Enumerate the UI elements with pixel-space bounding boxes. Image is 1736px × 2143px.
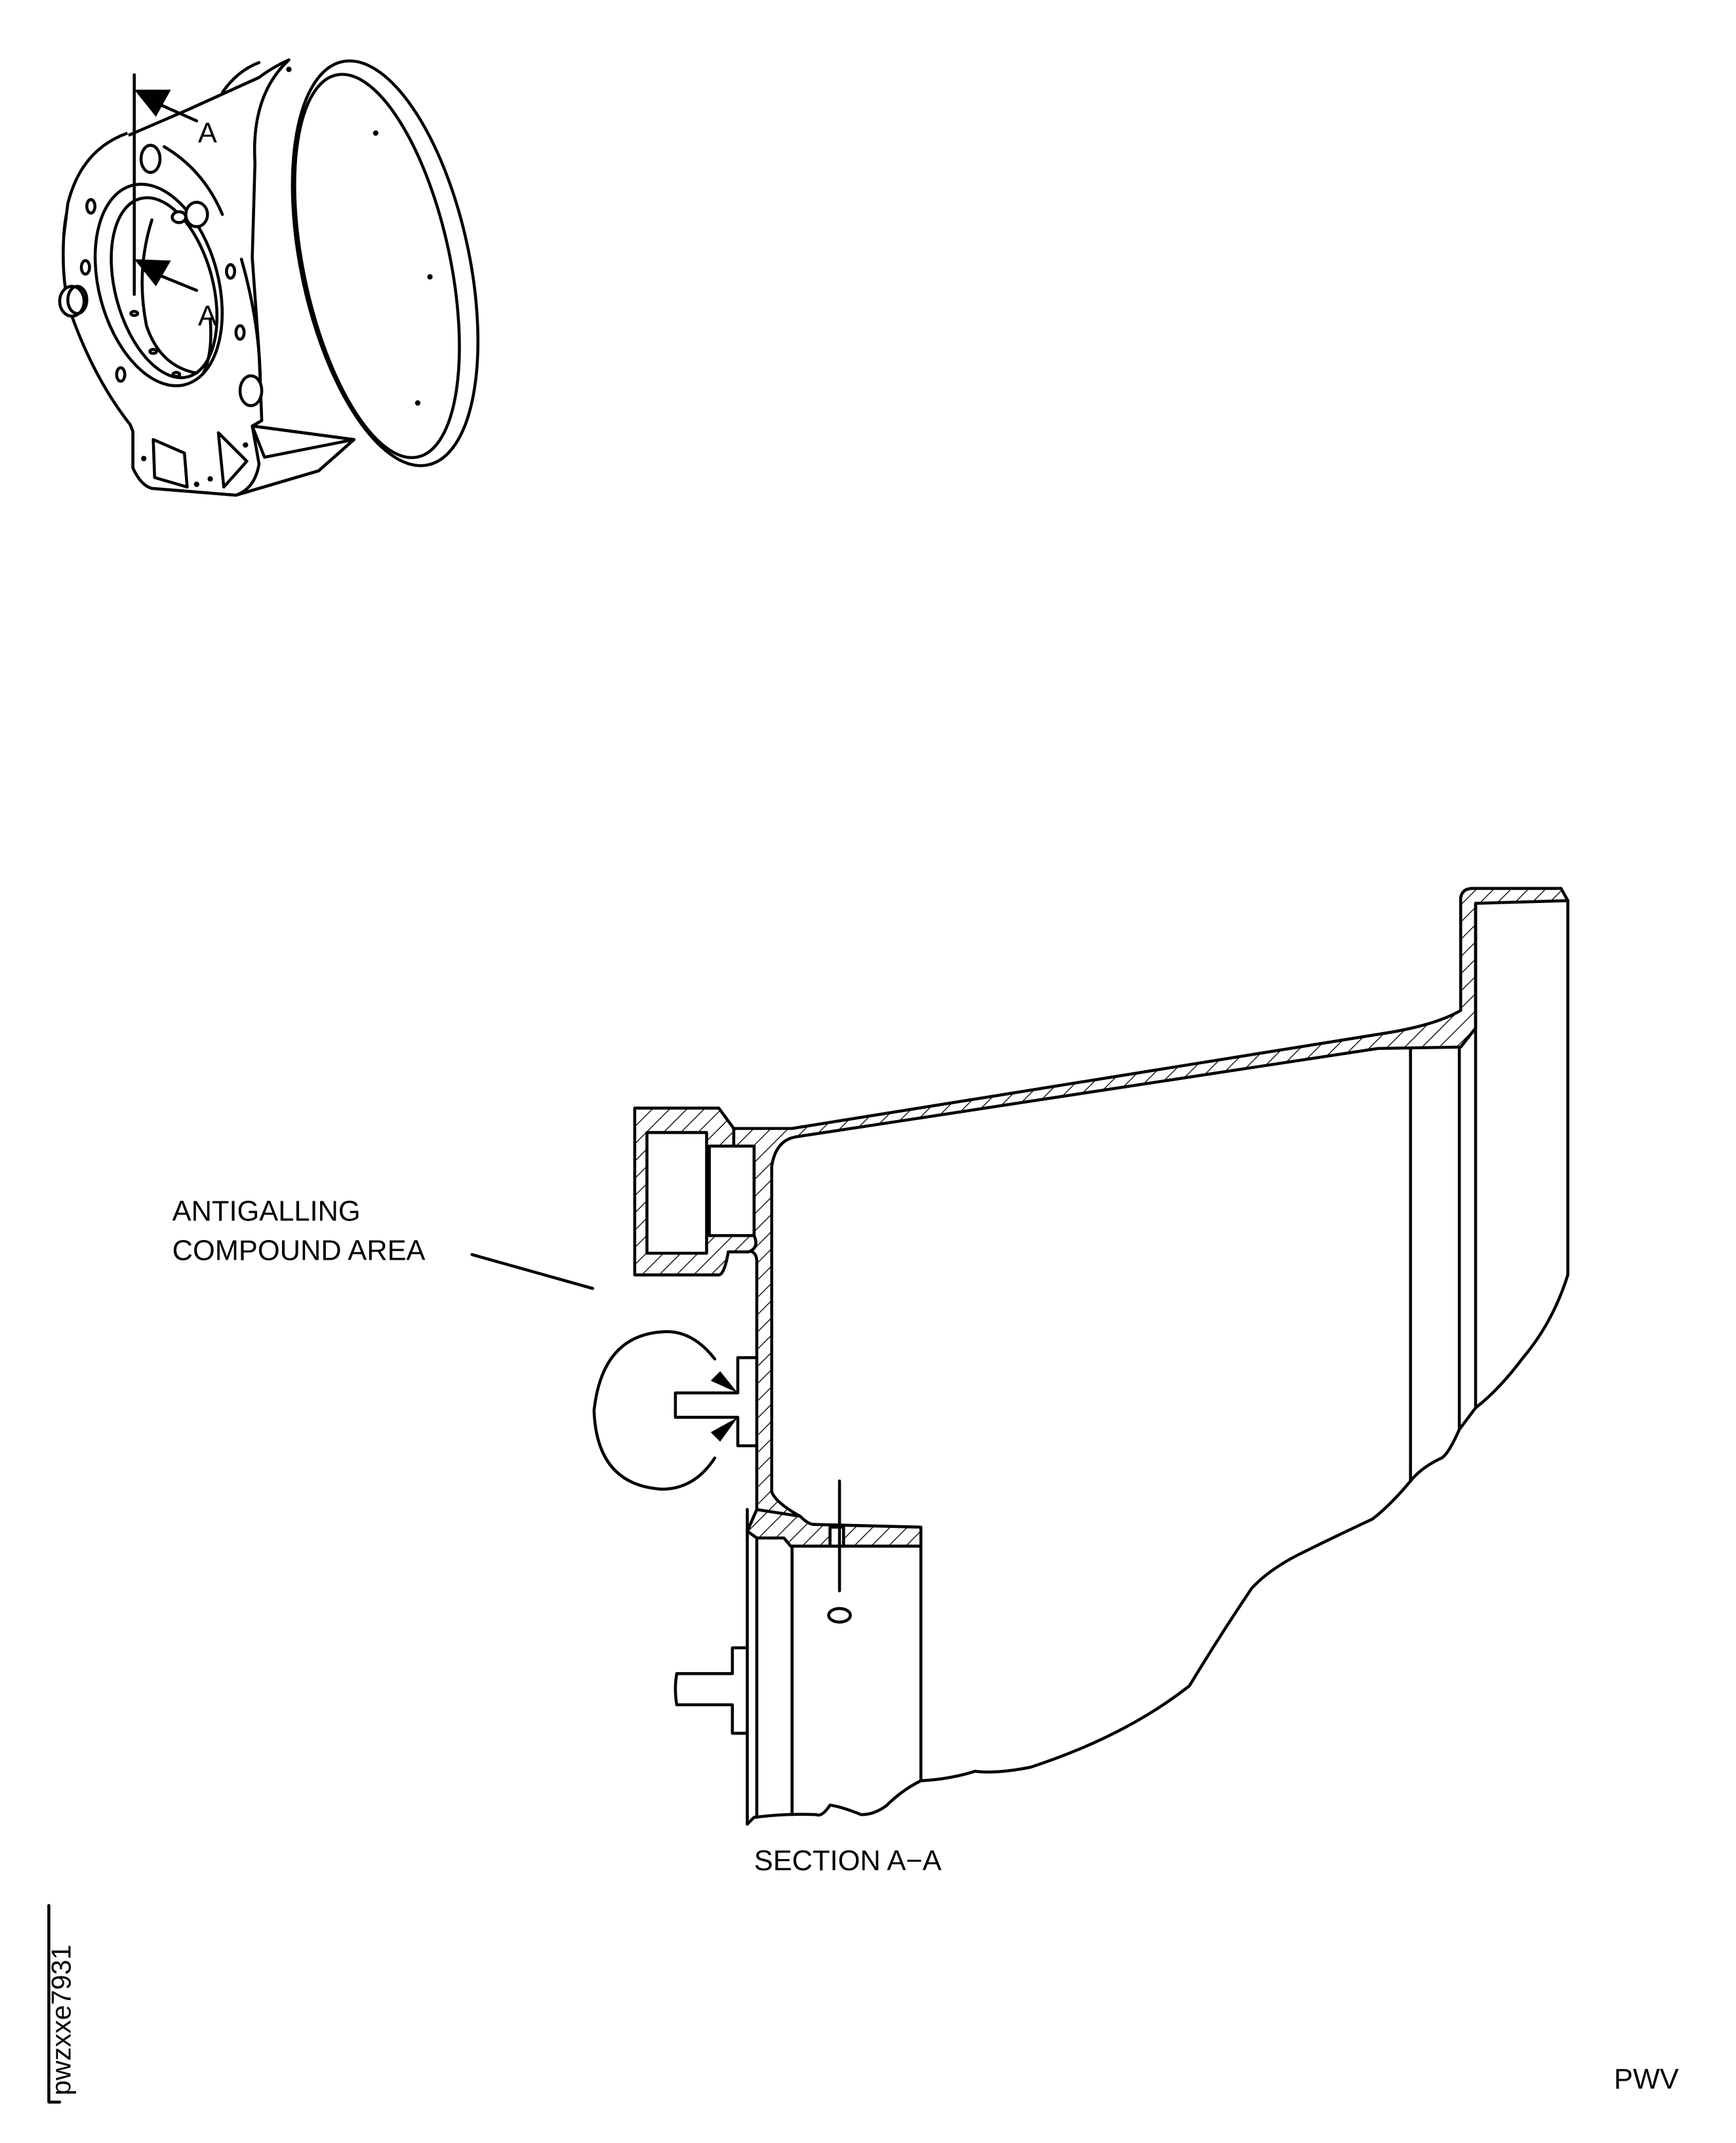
front-plate bbox=[58, 131, 356, 497]
callout-leader bbox=[470, 1252, 594, 1291]
section-title: SECTION A−A bbox=[754, 1845, 942, 1877]
metering-hole bbox=[828, 1525, 845, 1548]
detail-circle bbox=[592, 1330, 717, 1491]
callout-line-2: COMPOUND AREA bbox=[172, 1235, 426, 1266]
figure-id: pwzxxe7931 bbox=[47, 1944, 77, 2095]
flange-neck bbox=[708, 1144, 756, 1237]
lower-tab bbox=[674, 1646, 749, 1735]
break-line bbox=[746, 1273, 1569, 1826]
rear-flange bbox=[286, 59, 479, 468]
corner-code: PWV bbox=[1614, 2064, 1679, 2095]
cone-wall-section bbox=[732, 887, 1569, 1533]
arrow-icon bbox=[710, 1417, 738, 1442]
bolt-holes bbox=[79, 198, 249, 487]
section-cut-line: A A bbox=[132, 73, 217, 332]
bosses bbox=[58, 144, 264, 407]
flange-box-cavity bbox=[645, 1131, 708, 1255]
callout-line-1: ANTIGALLING bbox=[172, 1195, 361, 1227]
antigalling-tab bbox=[674, 1356, 759, 1448]
upper-section-arrow-icon bbox=[134, 89, 171, 117]
isometric-housing-view: A A bbox=[58, 58, 479, 497]
section-label-lower: A bbox=[198, 301, 217, 332]
section-a-a-view: ANTIGALLING COMPOUND AREA bbox=[172, 887, 1569, 1826]
arrow-icon bbox=[710, 1371, 738, 1393]
mounting-windows bbox=[151, 431, 249, 489]
figure-id-bracket bbox=[47, 1904, 62, 2104]
lower-section-arrow-icon bbox=[134, 259, 171, 287]
section-label-upper: A bbox=[198, 117, 217, 149]
